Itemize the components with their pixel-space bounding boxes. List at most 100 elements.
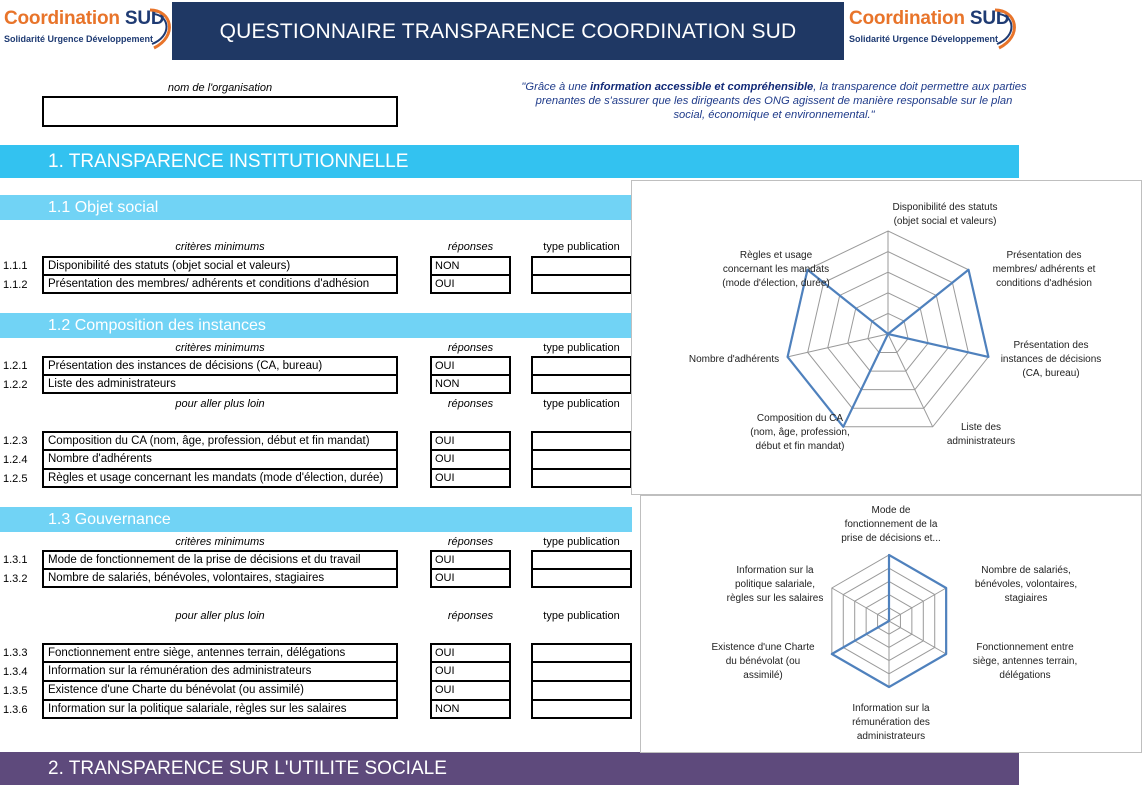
response-cell[interactable]: OUI — [430, 356, 511, 375]
responses-header: réponses — [447, 241, 494, 253]
organisation-name-field[interactable] — [42, 96, 398, 127]
logo-tagline: Solidarité Urgence Développement — [849, 34, 999, 44]
organisation-label: nom de l'organisation — [167, 82, 273, 94]
criteria-min-header: critères minimums — [175, 536, 265, 548]
criterion-label: Existence d'une Charte du bénévolat (ou … — [42, 681, 398, 700]
radar-axis — [787, 333, 889, 358]
publication-type-header: type publication — [543, 241, 620, 253]
response-cell[interactable]: OUI — [430, 550, 511, 569]
radar-gridline — [827, 271, 949, 391]
criterion-label: Information sur la rémunération des admi… — [42, 662, 398, 681]
further-criteria-header: pour aller plus loin — [175, 610, 265, 622]
radar-axis — [887, 333, 934, 428]
publication-cell[interactable] — [531, 450, 632, 469]
coordination-sud-logo-left: Coordination SUD Solidarité Urgence Déve… — [4, 6, 171, 52]
publication-type-header: type publication — [543, 610, 620, 622]
radar-axis — [888, 620, 947, 655]
responses-header: réponses — [447, 342, 494, 354]
row-number: 1.2.3 — [3, 435, 28, 447]
radar-axis — [888, 587, 947, 622]
row-number: 1.3.1 — [3, 554, 28, 566]
response-cell[interactable]: NON — [430, 700, 511, 719]
criterion-label: Règles et usage concernant les mandats (… — [42, 469, 398, 488]
criterion-label: Mode de fonctionnement de la prise de dé… — [42, 550, 398, 569]
publication-cell[interactable] — [531, 662, 632, 681]
publication-cell[interactable] — [531, 356, 632, 375]
transparency-quote: "Grâce à une information accessible et c… — [520, 80, 1028, 122]
radar-axis-label: Disponibilité des statuts(objet social e… — [892, 202, 998, 227]
row-number: 1.1.2 — [3, 279, 28, 291]
criteria-min-header: critères minimums — [175, 241, 265, 253]
radar-series-line — [830, 553, 948, 689]
logo-swoosh-icon — [994, 8, 1016, 50]
row-number: 1.2.2 — [3, 379, 28, 391]
criterion-label: Nombre de salariés, bénévoles, volontair… — [42, 569, 398, 588]
row-number: 1.1.1 — [3, 260, 28, 272]
response-cell[interactable]: NON — [430, 375, 511, 394]
criteria-min-header: critères minimums — [175, 342, 265, 354]
responses-header: réponses — [447, 610, 494, 622]
radar-gridline — [807, 251, 969, 409]
publication-cell[interactable] — [531, 681, 632, 700]
quote-prefix: "Grâce à une — [521, 81, 591, 93]
subsection-1-1-header: 1.1 Objet social — [0, 195, 632, 220]
publication-cell[interactable] — [531, 469, 632, 488]
subsection-1-2-header: 1.2 Composition des instances — [0, 313, 632, 338]
radar-axis-label: Nombre de salariés,bénévoles, volontaire… — [974, 565, 1078, 604]
publication-cell[interactable] — [531, 375, 632, 394]
page-title: QUESTIONNAIRE TRANSPARENCE COORDINATION … — [172, 2, 844, 60]
publication-type-header: type publication — [543, 342, 620, 354]
response-cell[interactable]: OUI — [430, 275, 511, 294]
response-cell[interactable]: OUI — [430, 469, 511, 488]
criterion-label: Disponibilité des statuts (objet social … — [42, 256, 398, 275]
row-number: 1.2.5 — [3, 473, 28, 485]
publication-cell[interactable] — [531, 256, 632, 275]
quote-emphasis: information accessible et compréhensible — [590, 81, 814, 93]
logo-tagline: Solidarité Urgence Développement — [4, 34, 154, 44]
row-number: 1.2.4 — [3, 454, 28, 466]
criterion-label: Information sur la politique salariale, … — [42, 700, 398, 719]
row-number: 1.3.6 — [3, 704, 28, 716]
radar-svg — [786, 230, 990, 428]
criterion-label: Présentation des instances de décisions … — [42, 356, 398, 375]
radar-gridline — [867, 312, 909, 354]
response-cell[interactable]: OUI — [430, 450, 511, 469]
publication-cell[interactable] — [531, 700, 632, 719]
criterion-label: Présentation des membres/ adhérents et c… — [42, 275, 398, 294]
response-cell[interactable]: OUI — [430, 643, 511, 662]
section-2-header: 2. TRANSPARENCE SUR L'UTILITE SOCIALE — [0, 752, 1019, 785]
row-number: 1.3.5 — [3, 685, 28, 697]
radar-svg — [830, 553, 948, 689]
radar-axis-label: Nombre d'adhérents — [688, 354, 780, 365]
response-cell[interactable]: OUI — [430, 681, 511, 700]
row-number: 1.3.4 — [3, 666, 28, 678]
response-cell[interactable]: OUI — [430, 569, 511, 588]
responses-header: réponses — [447, 398, 494, 410]
row-number: 1.3.3 — [3, 647, 28, 659]
logo-swoosh-icon — [149, 8, 171, 50]
response-cell[interactable]: OUI — [430, 431, 511, 450]
row-number: 1.3.2 — [3, 573, 28, 585]
publication-cell[interactable] — [531, 550, 632, 569]
criterion-label: Nombre d'adhérents — [42, 450, 398, 469]
publication-cell[interactable] — [531, 643, 632, 662]
publication-cell[interactable] — [531, 275, 632, 294]
radar-gridline — [847, 292, 929, 372]
response-cell[interactable]: OUI — [430, 662, 511, 681]
response-cell[interactable]: NON — [430, 256, 511, 275]
criterion-label: Fonctionnement entre siège, antennes ter… — [42, 643, 398, 662]
publication-cell[interactable] — [531, 431, 632, 450]
logo-name: Coordination — [849, 8, 965, 29]
radar-chart-composition[interactable]: Disponibilité des statuts(objet social e… — [631, 180, 1142, 495]
publication-cell[interactable] — [531, 569, 632, 588]
logo-name: Coordination — [4, 8, 120, 29]
